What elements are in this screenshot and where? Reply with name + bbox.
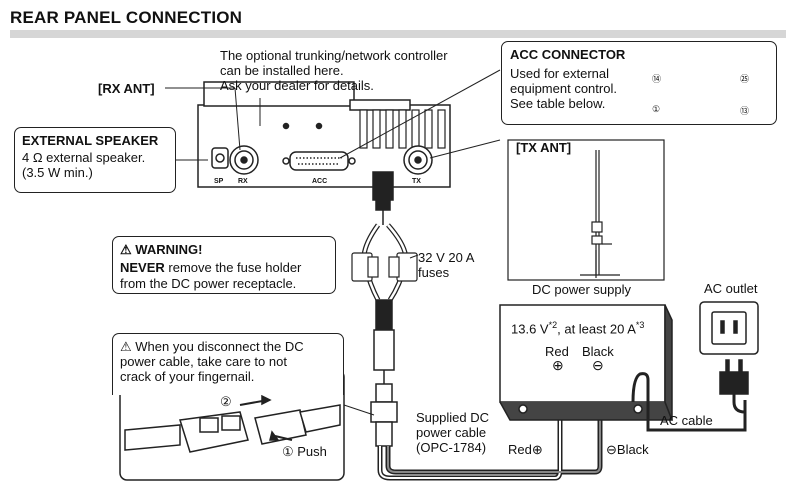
rx-port-label: RX: [238, 178, 248, 185]
dc-cable-label-line: (OPC-1784): [416, 440, 487, 455]
warning-line-1: NEVER remove the fuse holder: [120, 260, 301, 275]
tx-connector-icon: [403, 145, 433, 175]
rx-ant-label: [RX ANT]: [98, 81, 155, 96]
external-speaker-line: 4 Ω external speaker.: [22, 150, 146, 165]
trunking-note-line: Ask your dealer for details.: [220, 78, 374, 93]
fuse-holder-left-icon: [351, 252, 379, 282]
black-terminal-label: Black: [582, 344, 614, 359]
acc-description: Used for external equipment control. See…: [510, 66, 617, 111]
red-terminal-label: Red: [545, 344, 569, 359]
warning-line-2: from the DC power receptacle.: [120, 276, 297, 291]
warning-heading: ⚠ WARNING!: [120, 242, 203, 257]
dc-cable-label: Supplied DC power cable (OPC-1784): [416, 410, 489, 455]
disconnect-note-line: crack of your fingernail.: [120, 369, 255, 384]
warning-never: NEVER: [120, 260, 165, 275]
trunking-note: The optional trunking/network controller…: [220, 48, 448, 93]
external-speaker-description: 4 Ω external speaker. (3.5 W min.): [22, 150, 145, 180]
disconnect-note-line: ⚠ When you disconnect the DC: [120, 339, 304, 354]
trunking-note-line: The optional trunking/network controller: [220, 48, 448, 63]
fuse-holder-right-icon: [388, 252, 418, 282]
page-title: REAR PANEL CONNECTION: [10, 8, 243, 27]
rating-voltage: 13.6 V: [511, 321, 549, 337]
rating-note-2: *2: [548, 320, 558, 330]
connector-illustration: [119, 369, 345, 481]
dc-power-supply-icon: [499, 304, 747, 432]
fuses-line: 32 V 20 A: [418, 250, 475, 265]
ac-plug-icon: [719, 359, 749, 414]
acc-line: Used for external: [510, 66, 609, 81]
acc-heading: ACC CONNECTOR: [510, 47, 626, 62]
acc-port-icon: [282, 151, 356, 171]
warning-line-1-rest: remove the fuse holder: [164, 260, 302, 275]
rating-note-3: *3: [635, 320, 645, 330]
dc-cable-label-line: power cable: [416, 425, 487, 440]
pin-25-label: ㉕: [740, 74, 750, 84]
dc-supply-rating: 13.6 V*2, at least 20 A*3: [511, 318, 644, 336]
tx-ant-label: [TX ANT]: [516, 140, 572, 155]
pin-1-label: ①: [652, 104, 661, 114]
ac-cable-label: AC cable: [660, 413, 713, 428]
black-wire-label: ⊖Black: [606, 442, 649, 457]
sp-jack-icon: [211, 147, 229, 169]
sp-port-label: SP: [214, 178, 224, 185]
tx-port-label: TX: [412, 178, 421, 185]
plus-terminal-icon: ⊕: [552, 357, 564, 373]
fuses-label: 32 V 20 A fuses: [418, 250, 474, 280]
title-rule: [10, 30, 786, 38]
tx-antenna-image: [507, 139, 665, 281]
disconnect-note-line: power cable, take care to not: [120, 354, 287, 369]
heatsink-fins: [359, 109, 446, 149]
external-speaker-line: (3.5 W min.): [22, 165, 93, 180]
fuses-line: fuses: [418, 265, 450, 280]
ac-outlet-icon: [699, 301, 759, 355]
red-wire-label: Red⊕: [508, 442, 543, 457]
pin-13-label: ⑬: [740, 106, 750, 116]
acc-connector-box: [501, 41, 777, 125]
acc-line: See table below.: [510, 96, 606, 111]
rating-current: , at least 20 A: [557, 321, 636, 337]
rx-connector-icon: [229, 145, 259, 175]
disconnect-note-box: [112, 333, 344, 395]
step-2-label: ②: [220, 394, 232, 409]
leader-lines: [165, 69, 501, 161]
pin-14-label: ⑭: [652, 74, 662, 84]
dc-supply-title: DC power supply: [532, 282, 631, 297]
external-speaker-box: [14, 127, 176, 193]
external-speaker-heading: EXTERNAL SPEAKER: [22, 133, 159, 148]
acc-line: equipment control.: [510, 81, 617, 96]
trunking-note-line: can be installed here.: [220, 63, 344, 78]
dc-cable-label-line: Supplied DC: [416, 410, 489, 425]
dc-cable: [351, 179, 609, 481]
acc-port-label: ACC: [312, 178, 328, 185]
warning-box: [112, 236, 336, 294]
minus-terminal-icon: ⊖: [592, 357, 604, 373]
disconnect-note: ⚠ When you disconnect the DC power cable…: [120, 339, 304, 384]
ac-outlet-label: AC outlet: [704, 281, 758, 296]
step-1-push-label: ① Push: [282, 444, 327, 459]
